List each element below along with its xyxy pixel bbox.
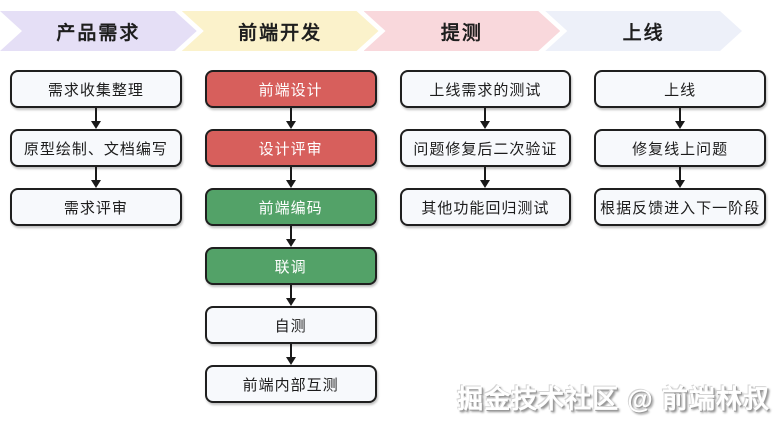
flow-box: 前端设计 <box>204 70 377 108</box>
down-arrow-icon <box>675 108 686 129</box>
arrow-line <box>679 108 682 121</box>
flow-box: 根据反馈进入下一阶段 <box>594 188 766 226</box>
down-arrow-icon <box>90 108 101 129</box>
down-arrow-icon <box>285 108 296 129</box>
stage-banner-3: 提测 <box>364 11 561 51</box>
arrow-line <box>94 108 97 121</box>
arrow-line <box>289 285 292 298</box>
stage-banner-label: 上线 <box>622 22 665 44</box>
flow-column-2: 前端设计设计评审前端编码联调自测前端内部互测 <box>204 70 377 403</box>
flow-box: 前端编码 <box>204 188 377 226</box>
stage-banner-1: 产品需求 <box>0 11 197 51</box>
arrow-head <box>90 180 101 188</box>
arrow-line <box>679 167 682 180</box>
flow-box: 需求评审 <box>10 188 182 226</box>
arrow-head <box>675 121 686 129</box>
stage-banner-2: 前端开发 <box>182 11 379 51</box>
flow-column-1: 需求收集整理原型绘制、文档编写需求评审 <box>10 70 182 403</box>
stage-banner-row: 产品需求 前端开发 提测 上线 <box>0 11 742 51</box>
arrow-line <box>484 108 487 121</box>
arrow-line <box>289 108 292 121</box>
stage-banner-label: 产品需求 <box>56 22 141 44</box>
down-arrow-icon <box>480 167 491 188</box>
flow-box: 设计评审 <box>204 129 377 167</box>
arrow-head <box>285 298 296 306</box>
arrow-line <box>484 167 487 180</box>
flow-box: 修复线上问题 <box>594 129 766 167</box>
down-arrow-icon <box>285 344 296 365</box>
arrow-head <box>285 180 296 188</box>
flow-columns: 需求收集整理原型绘制、文档编写需求评审前端设计设计评审前端编码联调自测前端内部互… <box>0 70 778 403</box>
arrow-head <box>480 180 491 188</box>
flow-box: 问题修复后二次验证 <box>399 129 572 167</box>
flow-box: 需求收集整理 <box>10 70 182 108</box>
flow-box: 上线需求的测试 <box>399 70 572 108</box>
arrow-head <box>285 121 296 129</box>
arrow-head <box>285 357 296 365</box>
stage-banner-4: 上线 <box>545 11 742 51</box>
stage-banner-label: 提测 <box>440 22 483 44</box>
arrow-head <box>480 121 491 129</box>
down-arrow-icon <box>285 226 296 247</box>
arrow-line <box>94 167 97 180</box>
flow-column-4: 上线修复线上问题根据反馈进入下一阶段 <box>594 70 766 403</box>
flow-box: 前端内部互测 <box>204 365 377 403</box>
down-arrow-icon <box>285 285 296 306</box>
watermark: 掘金技术社区 @ 前端林叔 <box>457 384 770 414</box>
flow-box: 上线 <box>594 70 766 108</box>
flow-box: 原型绘制、文档编写 <box>10 129 182 167</box>
flow-box: 联调 <box>204 247 377 285</box>
flow-box: 其他功能回归测试 <box>399 188 572 226</box>
arrow-head <box>90 121 101 129</box>
arrow-head <box>285 239 296 247</box>
down-arrow-icon <box>675 167 686 188</box>
down-arrow-icon <box>90 167 101 188</box>
down-arrow-icon <box>285 167 296 188</box>
flow-box: 自测 <box>204 306 377 344</box>
flow-column-3: 上线需求的测试问题修复后二次验证其他功能回归测试 <box>399 70 572 403</box>
arrow-line <box>289 226 292 239</box>
arrow-head <box>675 180 686 188</box>
stage-banner-label: 前端开发 <box>238 22 323 44</box>
arrow-line <box>289 344 292 357</box>
down-arrow-icon <box>480 108 491 129</box>
arrow-line <box>289 167 292 180</box>
